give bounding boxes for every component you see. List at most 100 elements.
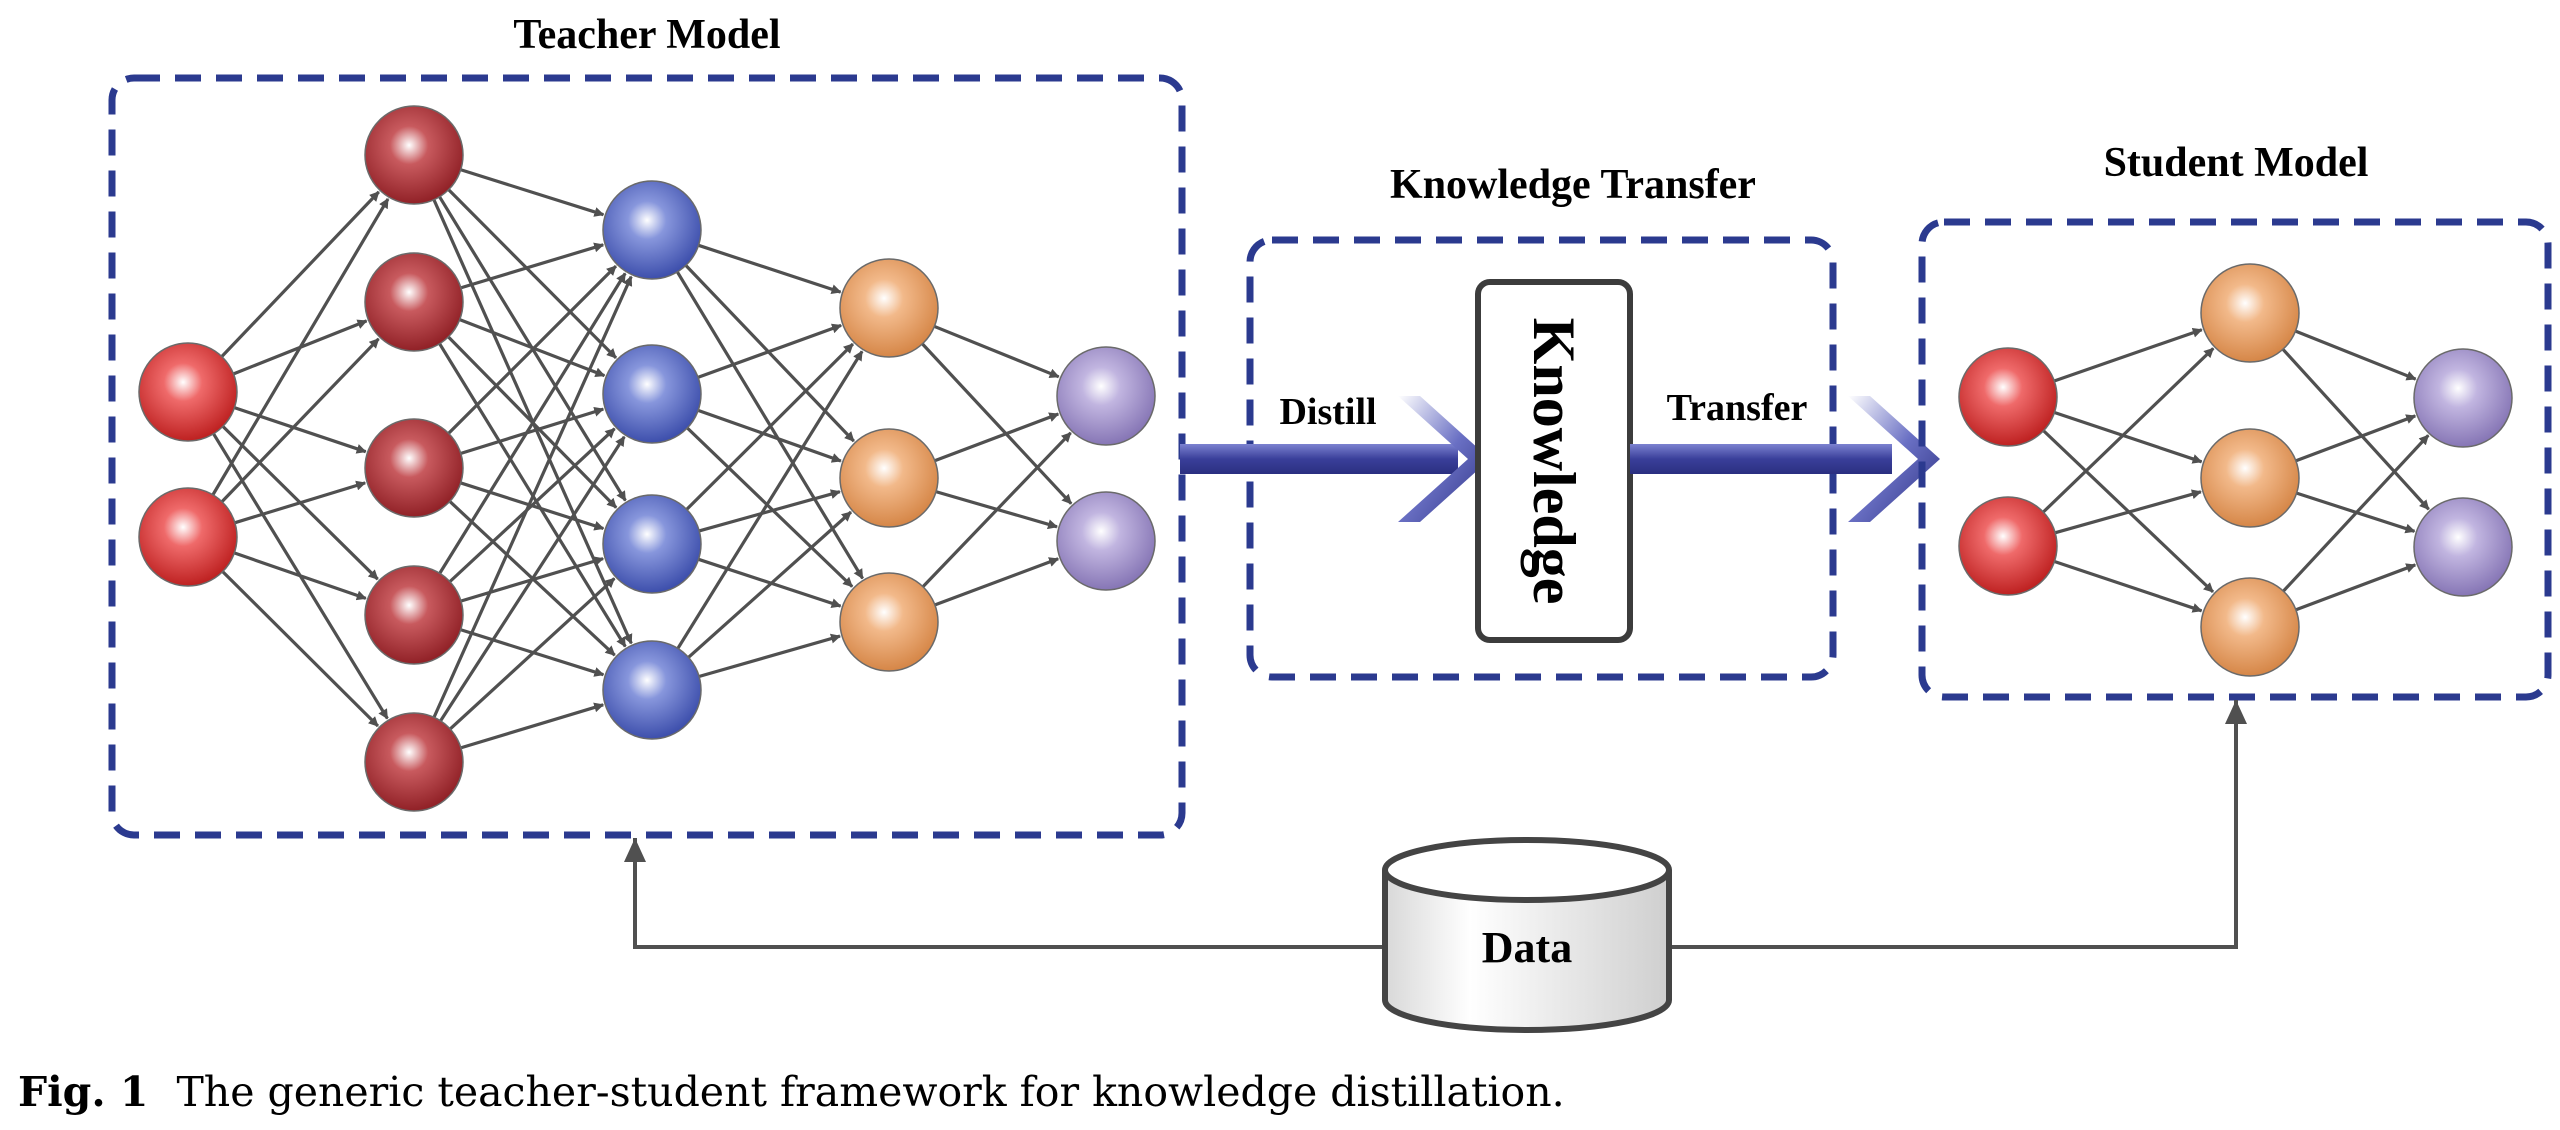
teacher-edge [457, 317, 606, 378]
student-edges [2040, 327, 2430, 613]
teacher-edge [696, 489, 841, 533]
data-to-student-connector [1670, 700, 2247, 949]
teacher-edge [458, 627, 605, 677]
teacher-edge [684, 425, 854, 588]
teacher-model-title: Teacher Model [513, 12, 780, 58]
student-node [2413, 348, 2513, 448]
teacher-edge [446, 187, 618, 360]
teacher-node [839, 428, 939, 528]
distill-arrow [1180, 396, 1490, 522]
teacher-edge [674, 269, 864, 580]
teacher-model: Teacher Model [108, 12, 1186, 839]
teacher-edge [695, 408, 842, 463]
data-flow: Data [624, 700, 2247, 1033]
teacher-node [1056, 346, 1156, 446]
teacher-node [364, 252, 464, 352]
student-model-box [1918, 218, 2552, 701]
data-cylinder-top [1382, 837, 1672, 903]
teacher-edge [446, 264, 618, 436]
teacher-edge [219, 337, 380, 505]
teacher-node [364, 418, 464, 518]
teacher-edge [675, 350, 864, 651]
teacher-edge [696, 557, 842, 609]
teacher-node [364, 712, 464, 812]
teacher-node [602, 640, 702, 740]
distill-label: Distill [1279, 391, 1376, 433]
teacher-node [364, 565, 464, 665]
distill-arrow-shaft [1180, 444, 1458, 474]
teacher-edge [458, 242, 605, 290]
student-edge [2040, 347, 2215, 515]
student-edge [2052, 559, 2203, 613]
teacher-edge [447, 577, 616, 732]
teacher-edge [932, 557, 1060, 608]
student-node [1958, 496, 2058, 596]
teacher-edge [447, 427, 616, 585]
teacher-node [602, 180, 702, 280]
student-model: Student Model [1918, 140, 2552, 701]
teacher-edge [696, 243, 842, 295]
knowledge-transfer: Knowledge Transfer Distill Knowledge Tra… [1180, 162, 1940, 681]
teacher-edge [684, 342, 855, 512]
transfer-arrow [1630, 396, 1940, 522]
teacher-edges [210, 167, 1073, 750]
knowledge-transfer-title: Knowledge Transfer [1390, 162, 1756, 208]
teacher-edge [919, 341, 1073, 505]
teacher-edge [685, 510, 853, 660]
student-edge [2293, 414, 2417, 463]
teacher-edge [458, 702, 605, 750]
teacher-node [839, 572, 939, 672]
transfer-arrow-shaft [1630, 444, 1892, 474]
teacher-edge [445, 334, 618, 509]
teacher-edge [438, 435, 626, 724]
data-cylinder-body [1382, 870, 1672, 1033]
teacher-edge [219, 190, 380, 360]
student-node [2200, 577, 2300, 677]
student-edge [2040, 428, 2215, 594]
teacher-edge [920, 431, 1072, 590]
knowledge-label: Knowledge [1521, 318, 1587, 605]
teacher-edge [232, 480, 367, 525]
student-node [2200, 263, 2300, 363]
student-edge [2293, 563, 2417, 612]
teacher-node [364, 105, 464, 205]
teacher-node [138, 342, 238, 442]
student-node [2200, 428, 2300, 528]
figure-caption-text: The generic teacher-student framework fo… [176, 1068, 1565, 1116]
data-cylinder [1382, 837, 1672, 1033]
teacher-node [1056, 491, 1156, 591]
teacher-edge [231, 550, 367, 601]
student-edge [2280, 346, 2430, 511]
data-label: Data [1482, 923, 1572, 972]
teacher-edge [220, 569, 380, 728]
teacher-edge [431, 275, 633, 720]
teacher-edge [931, 324, 1060, 379]
student-edge [2294, 490, 2416, 534]
transfer-arrow-chevron [1848, 396, 1940, 522]
student-nodes [1958, 263, 2513, 677]
data-to-teacher-connector [624, 838, 1385, 949]
teacher-edge [458, 167, 605, 217]
teacher-node [138, 487, 238, 587]
figure-caption-label: Fig. 1 [18, 1068, 149, 1116]
student-edge [2052, 489, 2202, 535]
student-edge [2052, 410, 2203, 464]
teacher-edge [696, 633, 841, 679]
student-model-title: Student Model [2104, 140, 2369, 186]
teacher-node [602, 494, 702, 594]
teacher-nodes [138, 105, 1156, 812]
teacher-edge [210, 198, 390, 498]
teacher-edge [458, 406, 605, 456]
teacher-edge [231, 405, 367, 454]
teacher-edge [932, 412, 1060, 463]
distill-arrow-chevron [1398, 396, 1490, 522]
figure-caption: Fig. 1 The generic teacher-student framew… [18, 1062, 2538, 1122]
transfer-label: Transfer [1667, 387, 1808, 429]
student-edge [2051, 327, 2203, 384]
teacher-node [602, 344, 702, 444]
student-node [1958, 347, 2058, 447]
teacher-edge [437, 272, 627, 576]
teacher-edge [695, 323, 843, 380]
teacher-node [839, 258, 939, 358]
